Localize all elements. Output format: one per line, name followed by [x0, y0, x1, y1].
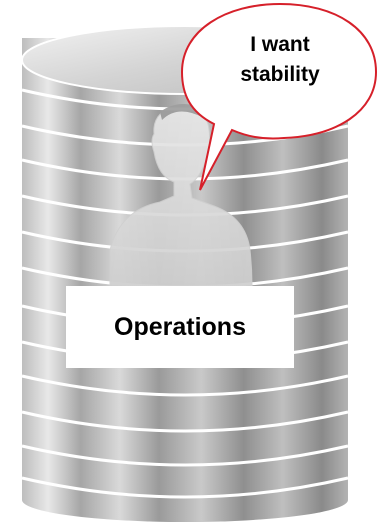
- operations-label: Operations: [114, 312, 246, 341]
- operations-label-box: Operations: [66, 286, 294, 368]
- speech-bubble-icon: [180, 2, 378, 191]
- speech-bubble-text: I want stability: [212, 30, 348, 90]
- speech-bubble-line-1: I want: [250, 33, 310, 56]
- speech-bubble-line-2: stability: [240, 63, 320, 86]
